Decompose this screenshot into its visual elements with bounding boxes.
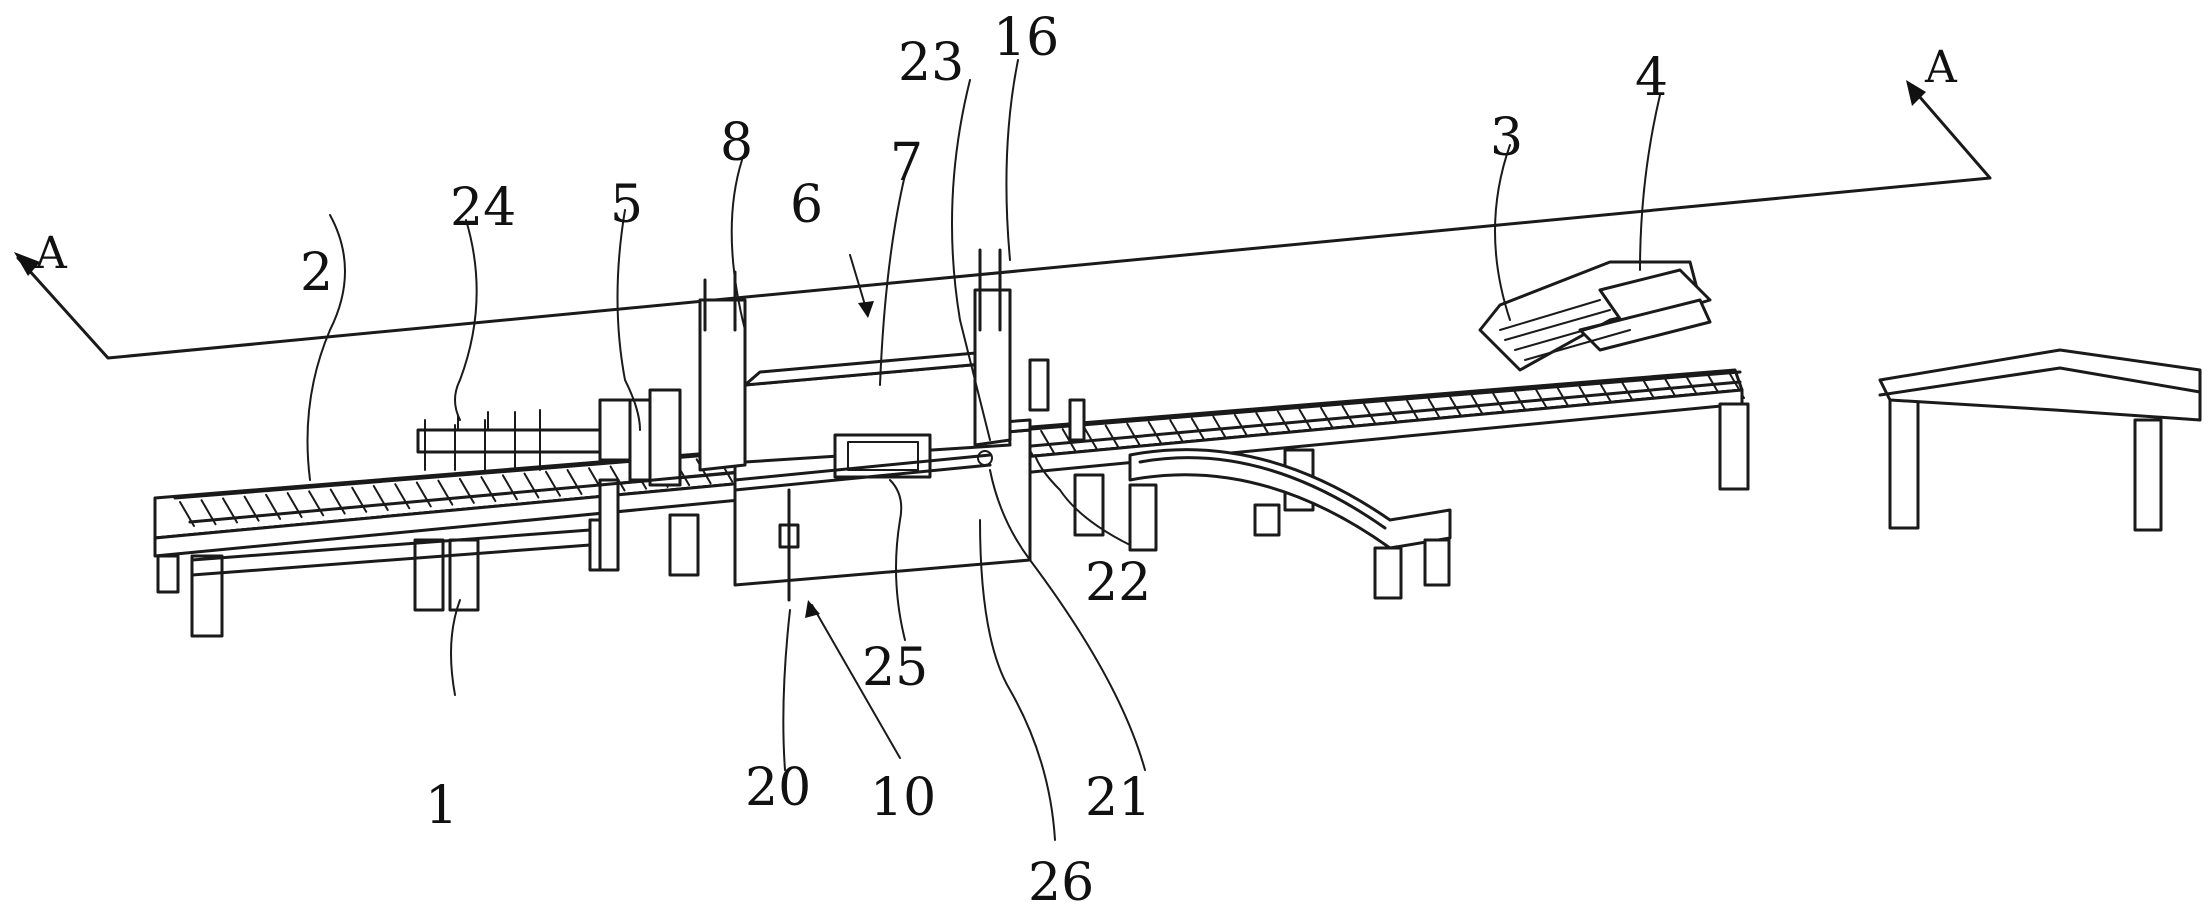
conveyor-roller [329,488,346,515]
callout-2: 2 [300,243,333,303]
conveyor-roller [372,485,389,511]
curved-branch-conveyor [1128,448,1452,600]
callout-7: 7 [890,133,923,193]
conveyor-roller [1212,415,1229,442]
section-label-left: A [34,228,68,279]
callout-23: 23 [898,33,964,93]
callout-26: 26 [1028,853,1094,913]
conveyor-roller [308,490,325,517]
conveyor-roller [265,493,282,520]
callout-1: 1 [425,776,458,836]
conveyor-roller [566,469,583,495]
callout-5: 5 [610,175,643,235]
leader-lines [306,59,1661,841]
pusher-unit-5 [598,388,762,572]
conveyor-roller [394,483,411,510]
conveyor-roller [544,470,561,497]
conveyor-roller [351,486,368,513]
callout-10: 10 [870,768,936,828]
conveyor-roller [1126,422,1143,449]
conveyor-roller [286,492,303,519]
upper-incline-conveyor [1478,260,1712,372]
conveyor-roller [1190,417,1207,444]
conveyor-roller [1104,424,1121,451]
conveyor-roller [1083,426,1100,453]
section-arrow-right [1906,80,1926,106]
callout-16: 16 [993,8,1059,68]
callout-21: 21 [1085,768,1151,828]
conveyor-roller [243,495,260,522]
conveyor-roller [200,499,217,526]
conveyor-roller [609,465,626,492]
section-line-a-a [14,80,1992,360]
section-arrow-left [14,252,40,276]
callout-22: 22 [1085,553,1151,613]
callout-4: 4 [1635,48,1668,108]
conveyor-roller [1169,419,1186,446]
right-output-conveyor [1878,348,2202,532]
conveyor-roller [458,477,475,504]
conveyor-roller [1040,429,1057,456]
conveyor-roller [501,474,518,501]
conveyor-roller [480,476,497,503]
section-label-right: A [1924,42,1958,93]
callout-6: 6 [790,175,823,235]
callout-20: 20 [745,758,811,818]
callout-25: 25 [862,638,928,698]
conveyor-roller [437,479,454,506]
conveyor-legs [156,398,1920,638]
callout-3: 3 [1490,108,1523,168]
inspection-machine [698,248,1086,602]
conveyor-roller [222,497,239,524]
conveyor-roller [415,481,432,508]
callout-8: 8 [720,113,753,173]
conveyor-roller [523,472,540,499]
callout-24: 24 [450,178,516,238]
conveyor-roller [1147,421,1164,447]
conveyor-roller [179,501,195,527]
